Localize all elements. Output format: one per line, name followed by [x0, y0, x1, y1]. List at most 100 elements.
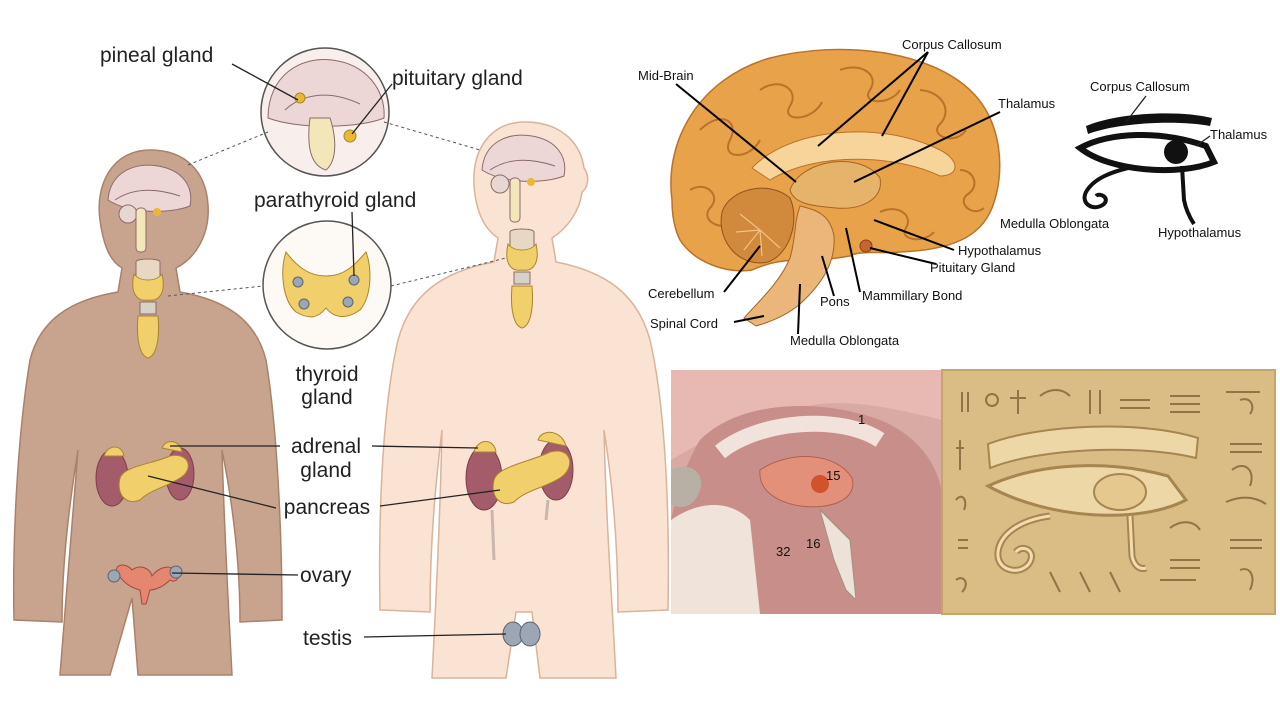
label-mammillary: Mammillary Bond: [862, 288, 962, 303]
leader-eye-thalamus: [1195, 135, 1211, 147]
female-thyroid: [132, 272, 164, 301]
male-silhouette: [378, 121, 670, 679]
carved-tear-highlight: [1128, 515, 1147, 570]
male-brain-fold: [489, 159, 556, 171]
dissection-highlight: [811, 475, 829, 493]
female-pancreas: [118, 454, 189, 502]
pituitary-magnifier: [260, 47, 390, 177]
magnified-brain-fold: [284, 94, 361, 111]
leader-mammillary: [845, 227, 861, 293]
label-eye-thalamus: Thalamus: [1210, 127, 1268, 142]
leader-cc-1: [817, 51, 929, 147]
leader-testis: [363, 633, 507, 638]
label-pancreas: pancreas: [284, 496, 370, 519]
male-cerebellum: [490, 174, 510, 194]
female-thymus: [137, 315, 159, 359]
parathyroid-4: [342, 296, 354, 308]
label-medulla: Medulla Oblongata: [790, 333, 900, 348]
label-thyroid-line1: thyroid: [295, 363, 358, 386]
eye-outline: [1074, 132, 1219, 174]
label-ovary: ovary: [300, 564, 352, 587]
brainstem-shape: [743, 205, 835, 327]
male-trachea: [513, 271, 531, 285]
dissection-num-1: 1: [858, 412, 865, 427]
label-cerebellum: Cerebellum: [648, 286, 714, 301]
arbor-vitae: [735, 213, 781, 257]
carving-edge: [941, 369, 1276, 615]
leader-eye-cc: [1125, 95, 1147, 123]
dissection-num-15: 15: [826, 468, 840, 483]
label-thalamus: Thalamus: [998, 96, 1056, 111]
leader-pancreas: [147, 475, 501, 509]
label-corpus-callosum: Corpus Callosum: [902, 37, 1002, 52]
male-testis-left: [519, 621, 541, 647]
leader-adrenal: [170, 445, 479, 449]
eye-pupil: [1164, 140, 1188, 164]
hieroglyph-column-right: [1049, 443, 1267, 593]
male-thymus: [511, 285, 533, 329]
parathyroid-1: [292, 276, 304, 288]
male-adrenal-left: [537, 431, 567, 447]
brain-dissection-photo: 1 15 32 16: [671, 370, 942, 614]
female-ovary-right: [107, 569, 121, 583]
female-cerebellum: [118, 204, 138, 224]
eye-of-horus-diagram: Corpus Callosum Thalamus Medulla Oblonga…: [1000, 79, 1268, 240]
leader-spinal: [733, 315, 765, 323]
female-pituitary: [153, 208, 161, 216]
male-thyroid: [506, 242, 538, 271]
label-mid-brain: Mid-Brain: [638, 68, 694, 83]
hieroglyph-row-top: [961, 389, 1260, 415]
dotted-link-1: [187, 131, 269, 166]
carved-brow: [986, 425, 1200, 470]
male-brain: [481, 134, 566, 182]
female-adrenal-right: [103, 446, 125, 457]
male-body: [378, 121, 670, 679]
female-ovary-left: [169, 565, 183, 579]
eye-spiral: [1082, 166, 1129, 210]
female-silhouette: [12, 149, 283, 676]
label-parathyroid-gland: parathyroid gland: [254, 189, 416, 212]
label-testis: testis: [303, 627, 352, 650]
carved-pupil: [1093, 473, 1147, 511]
leader-midbrain: [675, 83, 797, 183]
label-eye-corpus-callosum: Corpus Callosum: [1090, 79, 1190, 94]
dissection-num-32: 32: [776, 544, 790, 559]
dissection-num-16: 16: [806, 536, 820, 551]
label-pituitary-gland: pituitary gland: [392, 67, 523, 90]
dotted-link-4: [390, 257, 507, 287]
dissection-corpus-callosum: [715, 415, 885, 459]
carved-spiral-highlight: [996, 514, 1051, 572]
label-adrenal-line2: gland: [300, 459, 351, 482]
dissection-cerebellum: [671, 466, 702, 508]
female-body: [12, 149, 283, 676]
label-thyroid-line2: gland: [301, 386, 352, 409]
label-eye-hypothalamus: Hypothalamus: [1158, 225, 1242, 240]
pituitary-shape: [859, 239, 873, 253]
leader-pineal: [231, 63, 299, 101]
thalamus-shape: [789, 160, 881, 209]
label-spinal-cord: Spinal Cord: [650, 316, 718, 331]
label-eye-medulla: Medulla Oblongata: [1000, 216, 1110, 231]
female-brainstem: [135, 207, 147, 253]
dotted-link-3: [167, 285, 264, 297]
female-brain-fold: [114, 189, 181, 201]
leader-parathyroid: [351, 211, 355, 277]
leader-cerebellum: [723, 245, 761, 293]
dotted-link-2: [383, 121, 481, 151]
male-ureter-left: [544, 499, 550, 521]
dissection-thalamus: [759, 456, 854, 508]
leader-hypothalamus: [873, 219, 955, 251]
parathyroid-2: [298, 298, 310, 310]
dissection-stalk: [819, 508, 857, 602]
dissection-brainstem: [671, 505, 760, 614]
thyroid-magnifier: [262, 220, 392, 350]
endocrine-diagram: pineal gland pituitary gland parathyroid…: [12, 44, 670, 679]
female-trachea: [139, 301, 157, 315]
parathyroid-3: [348, 274, 360, 286]
male-pituitary: [527, 178, 535, 186]
magnified-pineal: [294, 92, 306, 104]
eye-brow: [1086, 113, 1212, 134]
magnified-brainstem: [308, 117, 336, 171]
hieroglyph-column-left: [955, 440, 968, 593]
